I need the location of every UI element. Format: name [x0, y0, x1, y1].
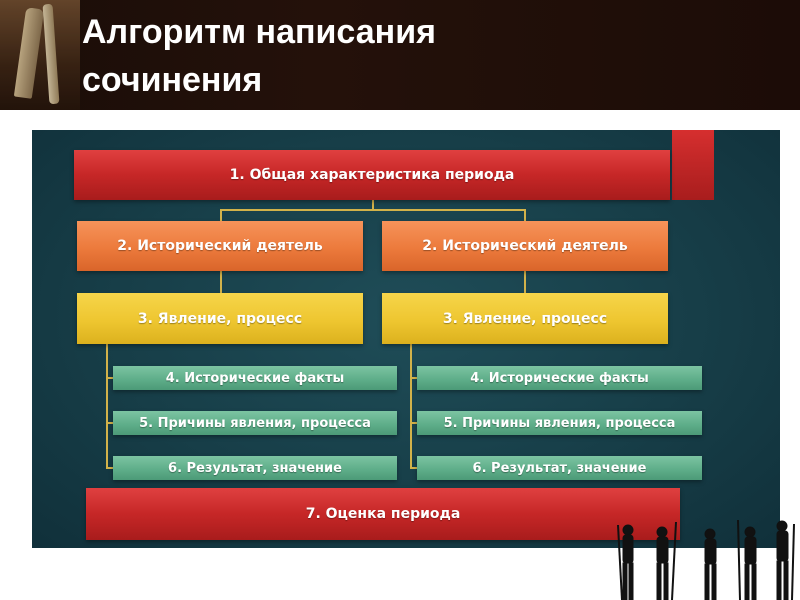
connector-right-tick-3	[410, 467, 417, 469]
connector-right-drop	[524, 209, 526, 221]
connector-left-spine	[106, 344, 108, 468]
box-right-historical-figure: 2. Исторический деятель	[382, 221, 668, 271]
box-period-assessment: 7. Оценка периода	[86, 488, 680, 540]
artifact-staff	[42, 3, 60, 105]
box-period-overview: 1. Общая характеристика периода	[74, 150, 670, 200]
connector-left-drop	[220, 209, 222, 221]
connector-left-tick-1	[106, 377, 113, 379]
box-right-result: 6. Результат, значение	[417, 456, 702, 480]
connector-top-stem	[372, 200, 374, 210]
connector-right-tick-2	[410, 422, 417, 424]
silhouette-figures-image	[617, 520, 795, 600]
slide-title: Алгоритм написания сочинения	[82, 13, 436, 99]
box-left-historical-figure: 2. Исторический деятель	[77, 221, 363, 271]
box-left-facts: 4. Исторические факты	[113, 366, 397, 390]
connector-left-tick-2	[106, 422, 113, 424]
artifact-blade	[13, 7, 45, 99]
connector-top-bar	[220, 209, 525, 211]
box-left-phenomenon: 3. Явление, процесс	[77, 293, 363, 344]
box-right-facts: 4. Исторические факты	[417, 366, 702, 390]
title-bar: Алгоритм написания сочинения	[0, 0, 800, 110]
box-right-phenomenon: 3. Явление, процесс	[382, 293, 668, 344]
accent-block	[672, 130, 714, 200]
box-left-result: 6. Результат, значение	[113, 456, 397, 480]
connector-right-tick-1	[410, 377, 417, 379]
box-left-causes: 5. Причины явления, процесса	[113, 411, 397, 435]
connector-right-mid	[524, 271, 526, 293]
connector-left-tick-3	[106, 467, 113, 469]
artifact-image	[0, 0, 80, 110]
connector-right-spine	[410, 344, 412, 468]
box-right-causes: 5. Причины явления, процесса	[417, 411, 702, 435]
connector-left-mid	[220, 271, 222, 293]
